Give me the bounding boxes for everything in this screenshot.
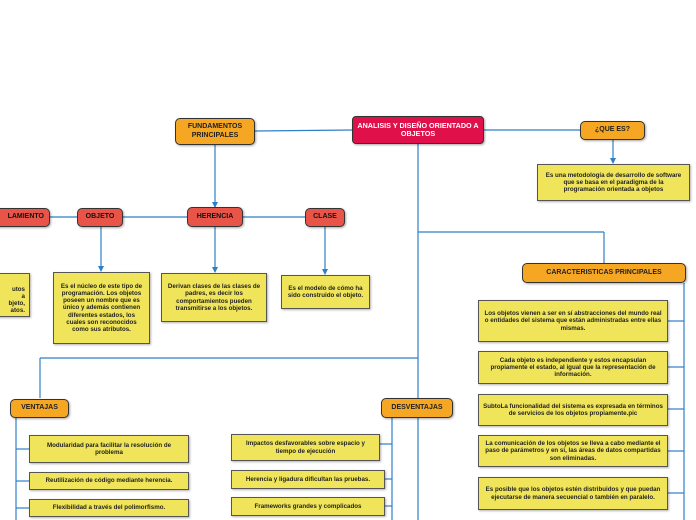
- desventaja-note-2: Herencia y ligadura dificultan las prueb…: [231, 470, 385, 489]
- herencia-node[interactable]: HERENCIA: [187, 207, 243, 227]
- objeto-note: Es el núcleo de este tipo de programació…: [53, 272, 150, 344]
- ventajas-node[interactable]: VENTAJAS: [10, 399, 69, 418]
- encap-note-line-3: bjeto,: [8, 299, 26, 307]
- ventaja-note-1: Modularidad para facilitar la resolución…: [29, 435, 189, 463]
- encapsulamiento-node[interactable]: LAMIENTO: [0, 208, 50, 227]
- desventaja-note-3: Frameworks grandes y complicados: [231, 497, 385, 516]
- caracteristica-note-5: Es posible que los objetos estén distrib…: [478, 477, 668, 510]
- fundamentos-node[interactable]: FUNDAMENTOS PRINCIPALES: [175, 118, 255, 145]
- encap-note-line-2: a: [21, 292, 25, 300]
- que-es-note: Es una metodología de desarrollo de soft…: [537, 164, 690, 201]
- clase-node[interactable]: CLASE: [305, 208, 345, 227]
- encap-note-line-1: utos: [11, 285, 25, 293]
- caracteristicas-node[interactable]: CARACTERISTICAS PRINCIPALES: [522, 263, 686, 283]
- ventaja-note-2: Reutilización de código mediante herenci…: [29, 472, 189, 490]
- caracteristica-note-4: La comunicación de los objetos se lleva …: [478, 435, 668, 467]
- clase-note: Es el modelo de cómo ha sido construido …: [281, 275, 370, 309]
- herencia-note: Derivan clases de las clases de padres, …: [161, 273, 267, 322]
- encap-note-line-4: atos.: [10, 306, 25, 314]
- desventajas-node[interactable]: DESVENTAJAS: [381, 398, 453, 418]
- caracteristica-note-1: Los objetos vienen a ser en sí abstracci…: [478, 300, 668, 342]
- desventaja-note-1: Impactos desfavorables sobre espacio y t…: [231, 434, 380, 461]
- ventaja-note-3: Flexibilidad a través del polimorfismo.: [29, 499, 189, 517]
- encapsulamiento-note: utos a bjeto, atos.: [0, 273, 30, 317]
- objeto-node[interactable]: OBJETO: [77, 208, 123, 227]
- que-es-node[interactable]: ¿QUE ES?: [580, 121, 645, 140]
- caracteristica-note-3: SubtoLa funcionalidad del sistema es exp…: [478, 394, 668, 426]
- root-topic[interactable]: ANALISIS Y DISEÑO ORIENTADO A OBJETOS: [352, 116, 484, 144]
- caracteristica-note-2: Cada objeto es independiente y estos enc…: [478, 351, 668, 384]
